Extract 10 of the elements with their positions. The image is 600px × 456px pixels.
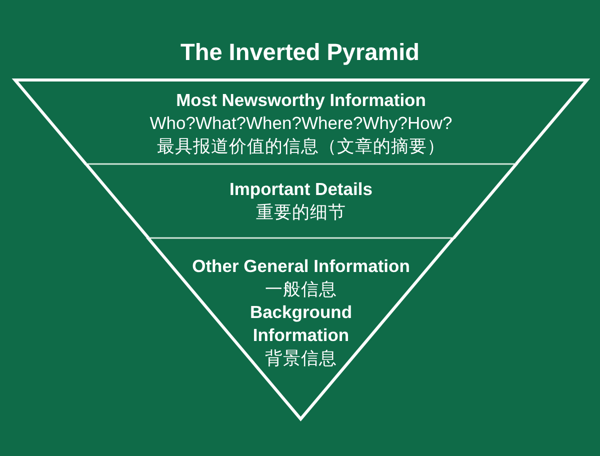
band-heading: Important Details <box>230 178 372 200</box>
band-text: 一般信息 <box>264 278 337 300</box>
band-text: 最具报道价值的信息（文章的摘要） <box>157 134 445 158</box>
band-text: 重要的细节 <box>256 200 346 224</box>
title: The Inverted Pyramid <box>180 38 420 66</box>
band-text: 背景信息 <box>264 346 337 370</box>
band-text: Who?What?When?Where?Why?How? <box>150 112 452 134</box>
band-heading: Background Information <box>250 300 352 346</box>
band-heading: Other General Information <box>192 254 410 278</box>
band-heading: Most Newsworthy Information <box>176 88 426 112</box>
